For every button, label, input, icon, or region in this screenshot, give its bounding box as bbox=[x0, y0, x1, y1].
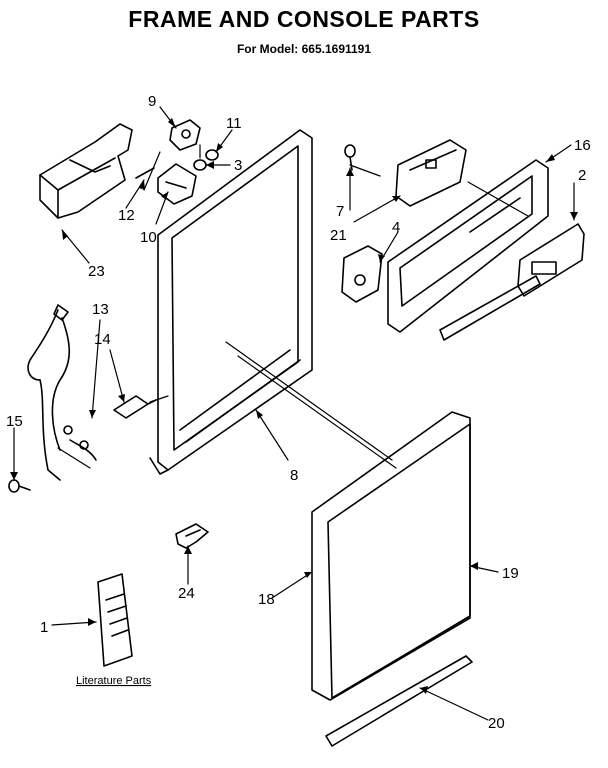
callout-14: 14 bbox=[94, 331, 111, 348]
part-3-bushing bbox=[193, 159, 207, 171]
part-18-outer-panel bbox=[311, 411, 471, 701]
callout-1: 1 bbox=[40, 619, 48, 636]
part-13-wire-harness bbox=[27, 304, 97, 481]
callout-2: 2 bbox=[578, 167, 586, 184]
callout-3: 3 bbox=[234, 157, 242, 174]
part-9-latch bbox=[169, 119, 201, 151]
part-4-switch bbox=[341, 245, 383, 303]
callout-8: 8 bbox=[290, 467, 298, 484]
part-21-control-module bbox=[395, 139, 467, 207]
callout-4: 4 bbox=[392, 219, 400, 236]
callout-21: 21 bbox=[330, 227, 347, 244]
callout-19: 19 bbox=[502, 565, 519, 582]
part-12-pin bbox=[135, 167, 155, 179]
part-16-console-panel bbox=[387, 159, 549, 333]
callout-20: 20 bbox=[488, 715, 505, 732]
part-7-screw bbox=[344, 144, 356, 171]
callout-24: 24 bbox=[178, 585, 195, 602]
part-1-literature bbox=[97, 573, 133, 667]
callout-16: 16 bbox=[574, 137, 591, 154]
callout-9: 9 bbox=[148, 93, 156, 110]
callout-23: 23 bbox=[88, 263, 105, 280]
callout-10: 10 bbox=[140, 229, 157, 246]
part-19-inner-panel bbox=[327, 423, 471, 699]
callout-7: 7 bbox=[336, 203, 344, 220]
model-subtitle: For Model: 665.1691191 bbox=[236, 42, 372, 56]
part-24-clip bbox=[175, 523, 209, 549]
part-14-sensor bbox=[113, 395, 157, 419]
arrowheads bbox=[10, 118, 578, 694]
console-strip bbox=[439, 275, 541, 341]
part-10-strike bbox=[157, 163, 197, 205]
part-11-cam bbox=[205, 149, 219, 161]
part-8-frame bbox=[149, 129, 313, 475]
page-title: FRAME AND CONSOLE PARTS bbox=[128, 6, 480, 32]
part-23-bracket bbox=[39, 123, 133, 219]
callout-12: 12 bbox=[118, 207, 135, 224]
part-15-screw bbox=[8, 479, 31, 493]
part-2-overlay bbox=[517, 223, 585, 297]
callout-15: 15 bbox=[6, 413, 23, 430]
leader-lines bbox=[57, 144, 529, 469]
callout-11: 11 bbox=[226, 115, 242, 132]
literature-parts-label: Literature Parts bbox=[76, 675, 152, 687]
callout-13: 13 bbox=[92, 301, 109, 318]
callout-18: 18 bbox=[258, 591, 275, 608]
part-20-trim-strip bbox=[325, 655, 473, 747]
